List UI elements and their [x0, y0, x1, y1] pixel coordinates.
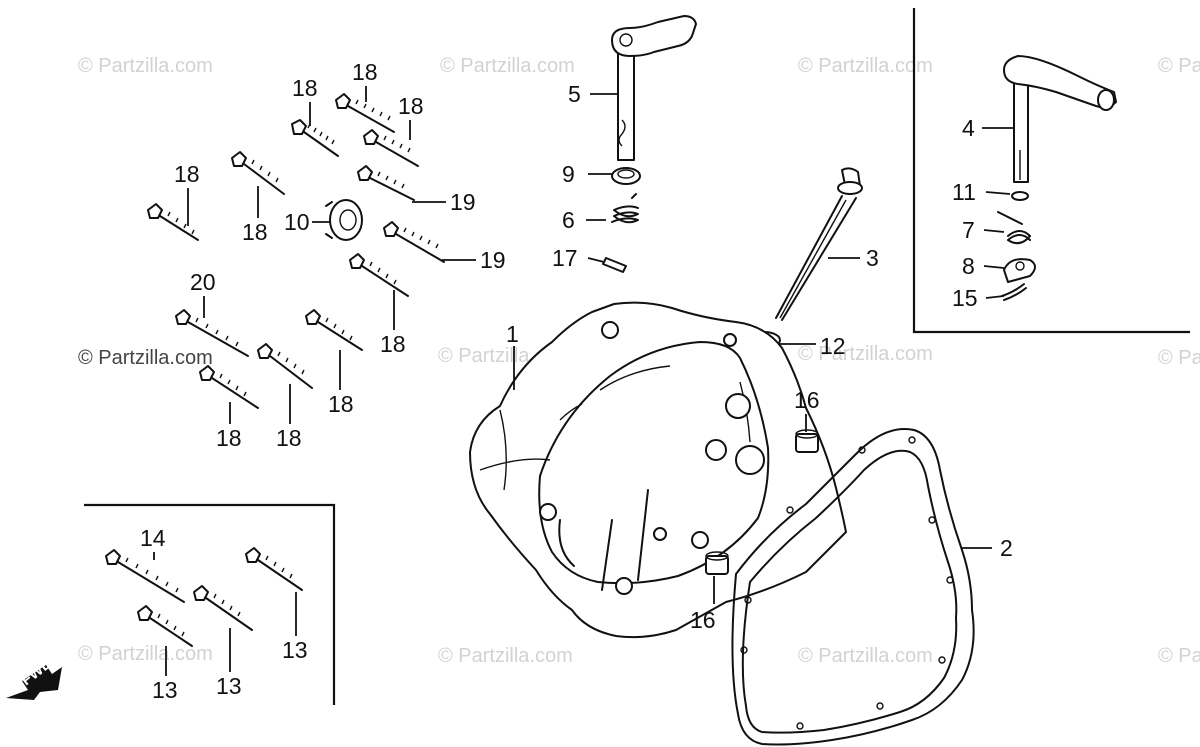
watermark-layer: © Partzilla.com © Partzilla.com © Partzi…: [78, 55, 1200, 667]
callout-19: 19: [480, 247, 506, 273]
callout-18: 18: [276, 425, 302, 451]
callout-16: 16: [690, 607, 716, 633]
callout-17: 17: [552, 245, 578, 271]
kick-return-spring: [997, 211, 1031, 245]
watermark: © Partzilla.com: [440, 55, 575, 77]
bolt: [363, 129, 419, 167]
watermark: © Partzilla.com: [78, 55, 213, 77]
watermark: © Partzilla.com: [798, 645, 933, 667]
callout-16: 16: [794, 387, 820, 413]
washer: [1011, 191, 1029, 201]
kickstarter-spindle: [1003, 55, 1117, 183]
bolt: [193, 585, 253, 631]
callout-18: 18: [352, 59, 378, 85]
callout-13: 13: [282, 637, 308, 663]
callout-18: 18: [380, 331, 406, 357]
leader-lines: [153, 86, 1014, 676]
callout-4: 4: [962, 115, 975, 141]
callout-18: 18: [398, 93, 424, 119]
callout-15: 15: [952, 285, 978, 311]
bolt-set: [105, 93, 445, 647]
bolt: [305, 309, 363, 351]
callout-6: 6: [562, 207, 575, 233]
watermark: © Partzilla.com: [798, 343, 933, 365]
watermark: © Partzilla.com: [798, 55, 933, 77]
bolt: [357, 165, 415, 201]
bolt: [231, 151, 285, 195]
dowel-pin-lower: [705, 551, 729, 575]
oil-level-gauge: [775, 167, 863, 321]
callout-19: 19: [450, 189, 476, 215]
bolt: [137, 605, 193, 647]
callout-2: 2: [1000, 535, 1013, 561]
bolt-group-frame: [84, 503, 336, 705]
cover-gasket: [731, 428, 975, 746]
callout-13: 13: [152, 677, 178, 703]
bolt: [349, 253, 409, 297]
bolt: [105, 549, 185, 603]
callout-10: 10: [284, 209, 310, 235]
callout-13: 13: [216, 673, 242, 699]
bolt: [257, 343, 313, 389]
return-spring: [611, 193, 639, 224]
watermark: © Partzilla.com: [438, 645, 573, 667]
callout-20: 20: [190, 269, 216, 295]
callout-18: 18: [292, 75, 318, 101]
clip: [1001, 283, 1027, 301]
watermark: © Partzilla.com: [1158, 645, 1200, 667]
oil-seal-small: [611, 167, 641, 185]
bolt: [383, 221, 445, 263]
bolt: [199, 365, 259, 409]
fwd-arrow: FWD: [6, 655, 62, 700]
callout-1: 1: [506, 321, 519, 347]
callout-labels: 5 9 6 17 3 12 4 11 7 8 15 1 16 2 16 18 1…: [140, 59, 1013, 703]
callout-8: 8: [962, 253, 975, 279]
bolt: [147, 203, 199, 241]
callout-18: 18: [174, 161, 200, 187]
bolt: [335, 93, 395, 133]
watermark: © Partzilla.com: [78, 347, 213, 369]
watermark: © Partzilla.com: [78, 643, 213, 665]
pin: [602, 257, 627, 273]
callout-11: 11: [952, 179, 976, 205]
callout-18: 18: [216, 425, 242, 451]
bolt: [245, 547, 303, 591]
dowel-pin-upper: [795, 429, 819, 453]
watermark: © Partzilla.com: [1158, 55, 1200, 77]
callout-9: 9: [562, 161, 575, 187]
oil-seal-large: [325, 199, 363, 241]
bolt: [175, 309, 249, 357]
shift-spindle: [611, 15, 697, 161]
ratchet-guide: [1003, 258, 1036, 283]
callout-12: 12: [820, 333, 846, 359]
watermark: © Partzilla.com: [1158, 347, 1200, 369]
kickstarter-section-frame: [912, 8, 1190, 334]
callout-14: 14: [140, 525, 166, 551]
callout-3: 3: [866, 245, 879, 271]
callout-7: 7: [962, 217, 975, 243]
callout-18: 18: [328, 391, 354, 417]
bolt: [291, 119, 339, 157]
callout-5: 5: [568, 81, 581, 107]
callout-18: 18: [242, 219, 268, 245]
gasket-bolt-holes: [740, 436, 954, 730]
